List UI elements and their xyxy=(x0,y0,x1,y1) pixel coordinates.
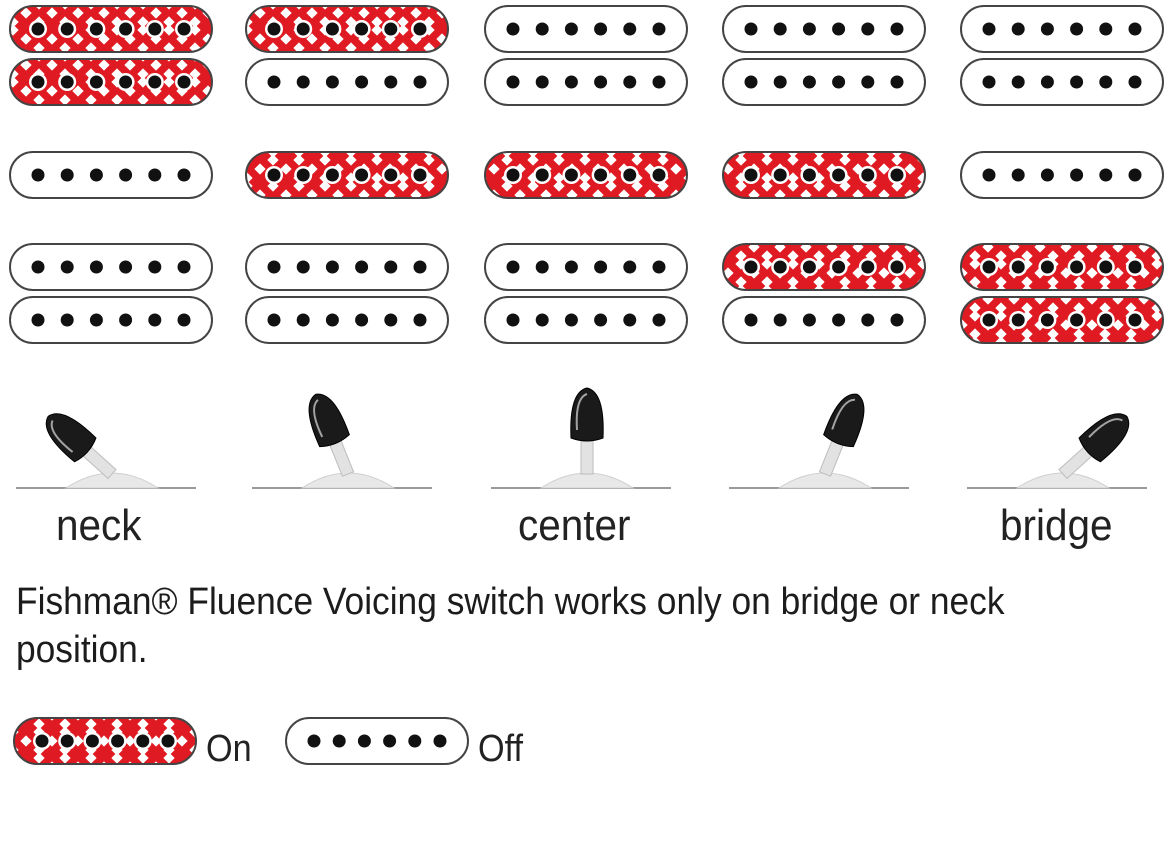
neck-humbucker-coil-1 xyxy=(484,5,688,53)
middle-single-coil xyxy=(484,151,688,199)
middle-single-coil xyxy=(722,151,926,199)
pickup-column-4 xyxy=(722,5,926,344)
bridge-humbucker-coil-1 xyxy=(722,243,926,291)
pickup-column-2 xyxy=(245,5,449,344)
selector-switch-2 xyxy=(252,393,432,489)
middle-single-coil xyxy=(9,151,213,199)
bridge-humbucker-coil-2 xyxy=(484,296,688,344)
bridge-humbucker-coil-2 xyxy=(9,296,213,344)
neck-humbucker-coil-1 xyxy=(245,5,449,53)
selector-switch-3 xyxy=(491,387,671,489)
bridge-humbucker-coil-1 xyxy=(9,243,213,291)
pickup-column-3 xyxy=(484,5,688,344)
pickup-column-1 xyxy=(9,5,213,344)
selector-switch-4 xyxy=(729,393,909,489)
switch-lever xyxy=(45,413,117,480)
neck-humbucker-coil-2 xyxy=(484,58,688,106)
bridge-humbucker-coil-2 xyxy=(245,296,449,344)
pickup-column-5 xyxy=(960,5,1164,344)
middle-single-coil xyxy=(245,151,449,199)
neck-humbucker-coil-1 xyxy=(722,5,926,53)
bridge-humbucker-coil-1 xyxy=(960,243,1164,291)
switch-lever xyxy=(570,387,604,475)
neck-humbucker-coil-2 xyxy=(722,58,926,106)
position-label-center: center xyxy=(518,501,631,550)
legend-off-coil xyxy=(285,717,469,765)
neck-humbucker-coil-1 xyxy=(9,5,213,53)
middle-single-coil xyxy=(960,151,1164,199)
position-label-neck: neck xyxy=(56,501,142,550)
legend-on-coil xyxy=(13,717,197,765)
selector-switch-1 xyxy=(16,413,196,489)
position-label-bridge: bridge xyxy=(1000,501,1113,550)
bridge-humbucker-coil-2 xyxy=(960,296,1164,344)
legend-on-label: On xyxy=(206,728,252,770)
neck-humbucker-coil-2 xyxy=(245,58,449,106)
selector-switch-5 xyxy=(967,413,1147,489)
switch-lever xyxy=(818,393,865,477)
bridge-humbucker-coil-1 xyxy=(245,243,449,291)
switch-lever xyxy=(308,393,355,477)
bridge-humbucker-coil-1 xyxy=(484,243,688,291)
neck-humbucker-coil-2 xyxy=(960,58,1164,106)
switch-lever xyxy=(1058,413,1130,480)
neck-humbucker-coil-2 xyxy=(9,58,213,106)
fluence-voicing-note: Fishman® Fluence Voicing switch works on… xyxy=(16,581,1005,671)
bridge-humbucker-coil-2 xyxy=(722,296,926,344)
legend-off-label: Off xyxy=(478,728,523,770)
neck-humbucker-coil-1 xyxy=(960,5,1164,53)
